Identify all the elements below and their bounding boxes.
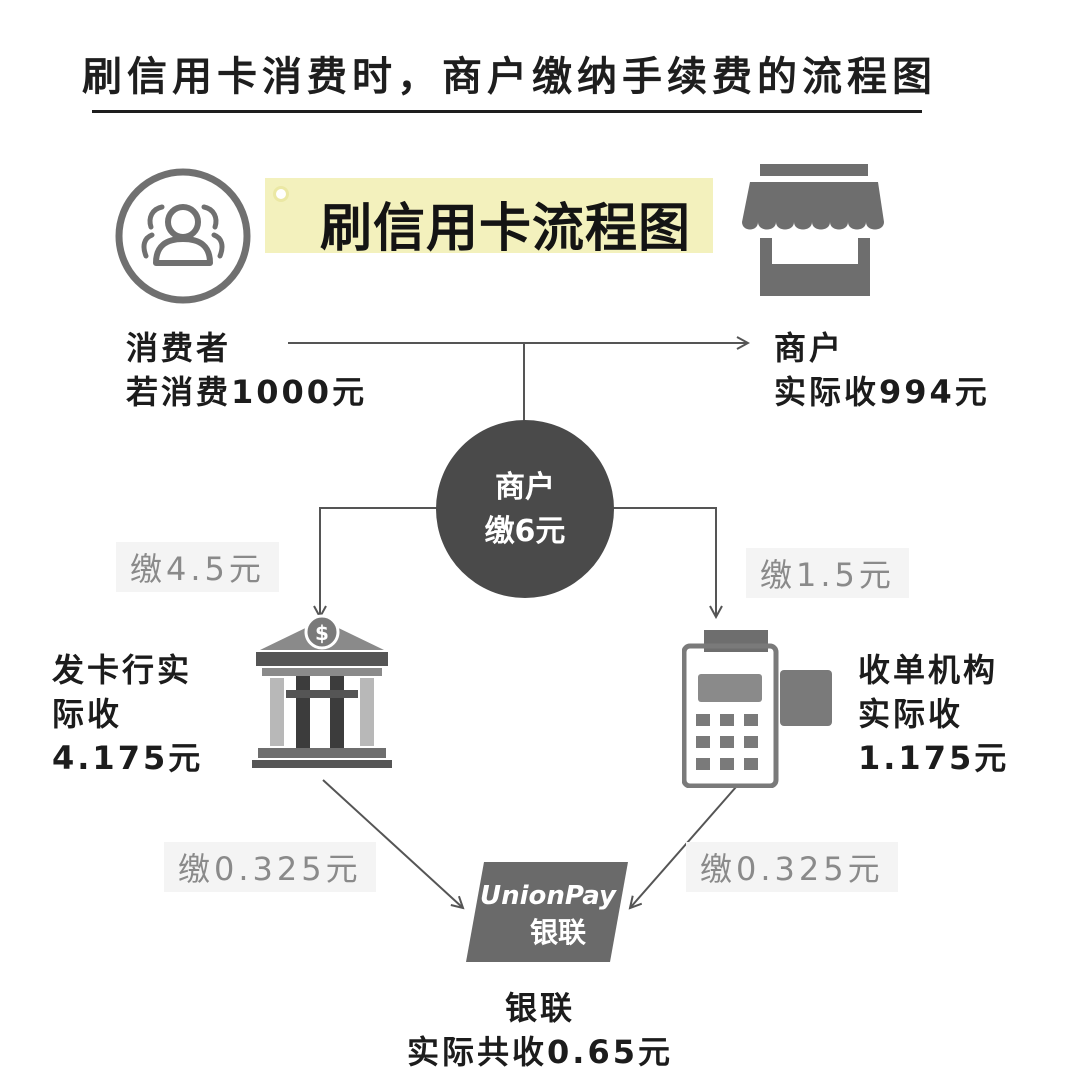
circle-fee: 缴6元	[484, 514, 566, 549]
unionpay-label: 银联 实际共收0.65元	[330, 986, 750, 1074]
consumer-amount: 若消费1000元	[126, 373, 368, 411]
acquirer-line-1: 收单机构	[858, 651, 999, 689]
acquirer-amount: 1.175元	[858, 739, 1010, 777]
issuer-line-1: 发卡行实	[52, 651, 193, 689]
unionpay-title: 银联	[504, 989, 575, 1027]
issuer-fee-label: 缴4.5元	[116, 542, 279, 592]
banner-highlight	[265, 178, 713, 253]
issuer-amount: 4.175元	[52, 739, 204, 777]
banner-dot-icon	[273, 186, 289, 202]
circle-to-acquirer-arrow	[612, 507, 716, 617]
consumer-group-icon	[115, 168, 251, 304]
acquirer-to-unionpay-arrow	[630, 786, 737, 908]
issuer-to-unionpay-fee-label: 缴0.325元	[164, 842, 376, 892]
banner-title: 刷信用卡流程图	[320, 199, 692, 259]
consumer-title: 消费者	[126, 329, 232, 367]
merchant-store-icon	[742, 164, 884, 296]
unionpay-logo-icon: UnionPay 银联	[466, 862, 628, 962]
consumer-label: 消费者 若消费1000元	[126, 326, 367, 414]
svg-text:$: $	[315, 621, 329, 645]
circle-to-issuer-arrow	[320, 507, 437, 617]
acquirer-line-2: 实际收	[858, 695, 964, 733]
merchant-amount: 实际收994元	[774, 373, 990, 411]
unionpay-amount: 实际共收0.65元	[407, 1033, 673, 1071]
acquirer-to-unionpay-fee-label: 缴0.325元	[686, 842, 898, 892]
acquirer-fee-label: 缴1.5元	[746, 548, 909, 598]
merchant-title: 商户	[774, 329, 845, 367]
pos-terminal-icon	[682, 630, 832, 788]
issuer-line-2: 际收	[52, 695, 123, 733]
acquirer-label: 收单机构 实际收 1.175元	[858, 648, 1009, 780]
circle-title: 商户	[495, 470, 555, 505]
unionpay-logo-cn: 银联	[530, 916, 586, 949]
unionpay-logo-text: UnionPay	[480, 881, 617, 911]
bank-icon: $	[252, 614, 392, 768]
merchant-label: 商户 实际收994元	[774, 326, 990, 414]
title-underline	[92, 110, 922, 113]
issuer-to-unionpay-arrow	[322, 779, 463, 908]
issuer-label: 发卡行实 际收 4.175元	[52, 648, 203, 780]
page-title: 刷信用卡消费时，商户缴纳手续费的流程图	[82, 54, 937, 100]
merchant-fee-circle: 商户 缴6元	[436, 420, 614, 598]
